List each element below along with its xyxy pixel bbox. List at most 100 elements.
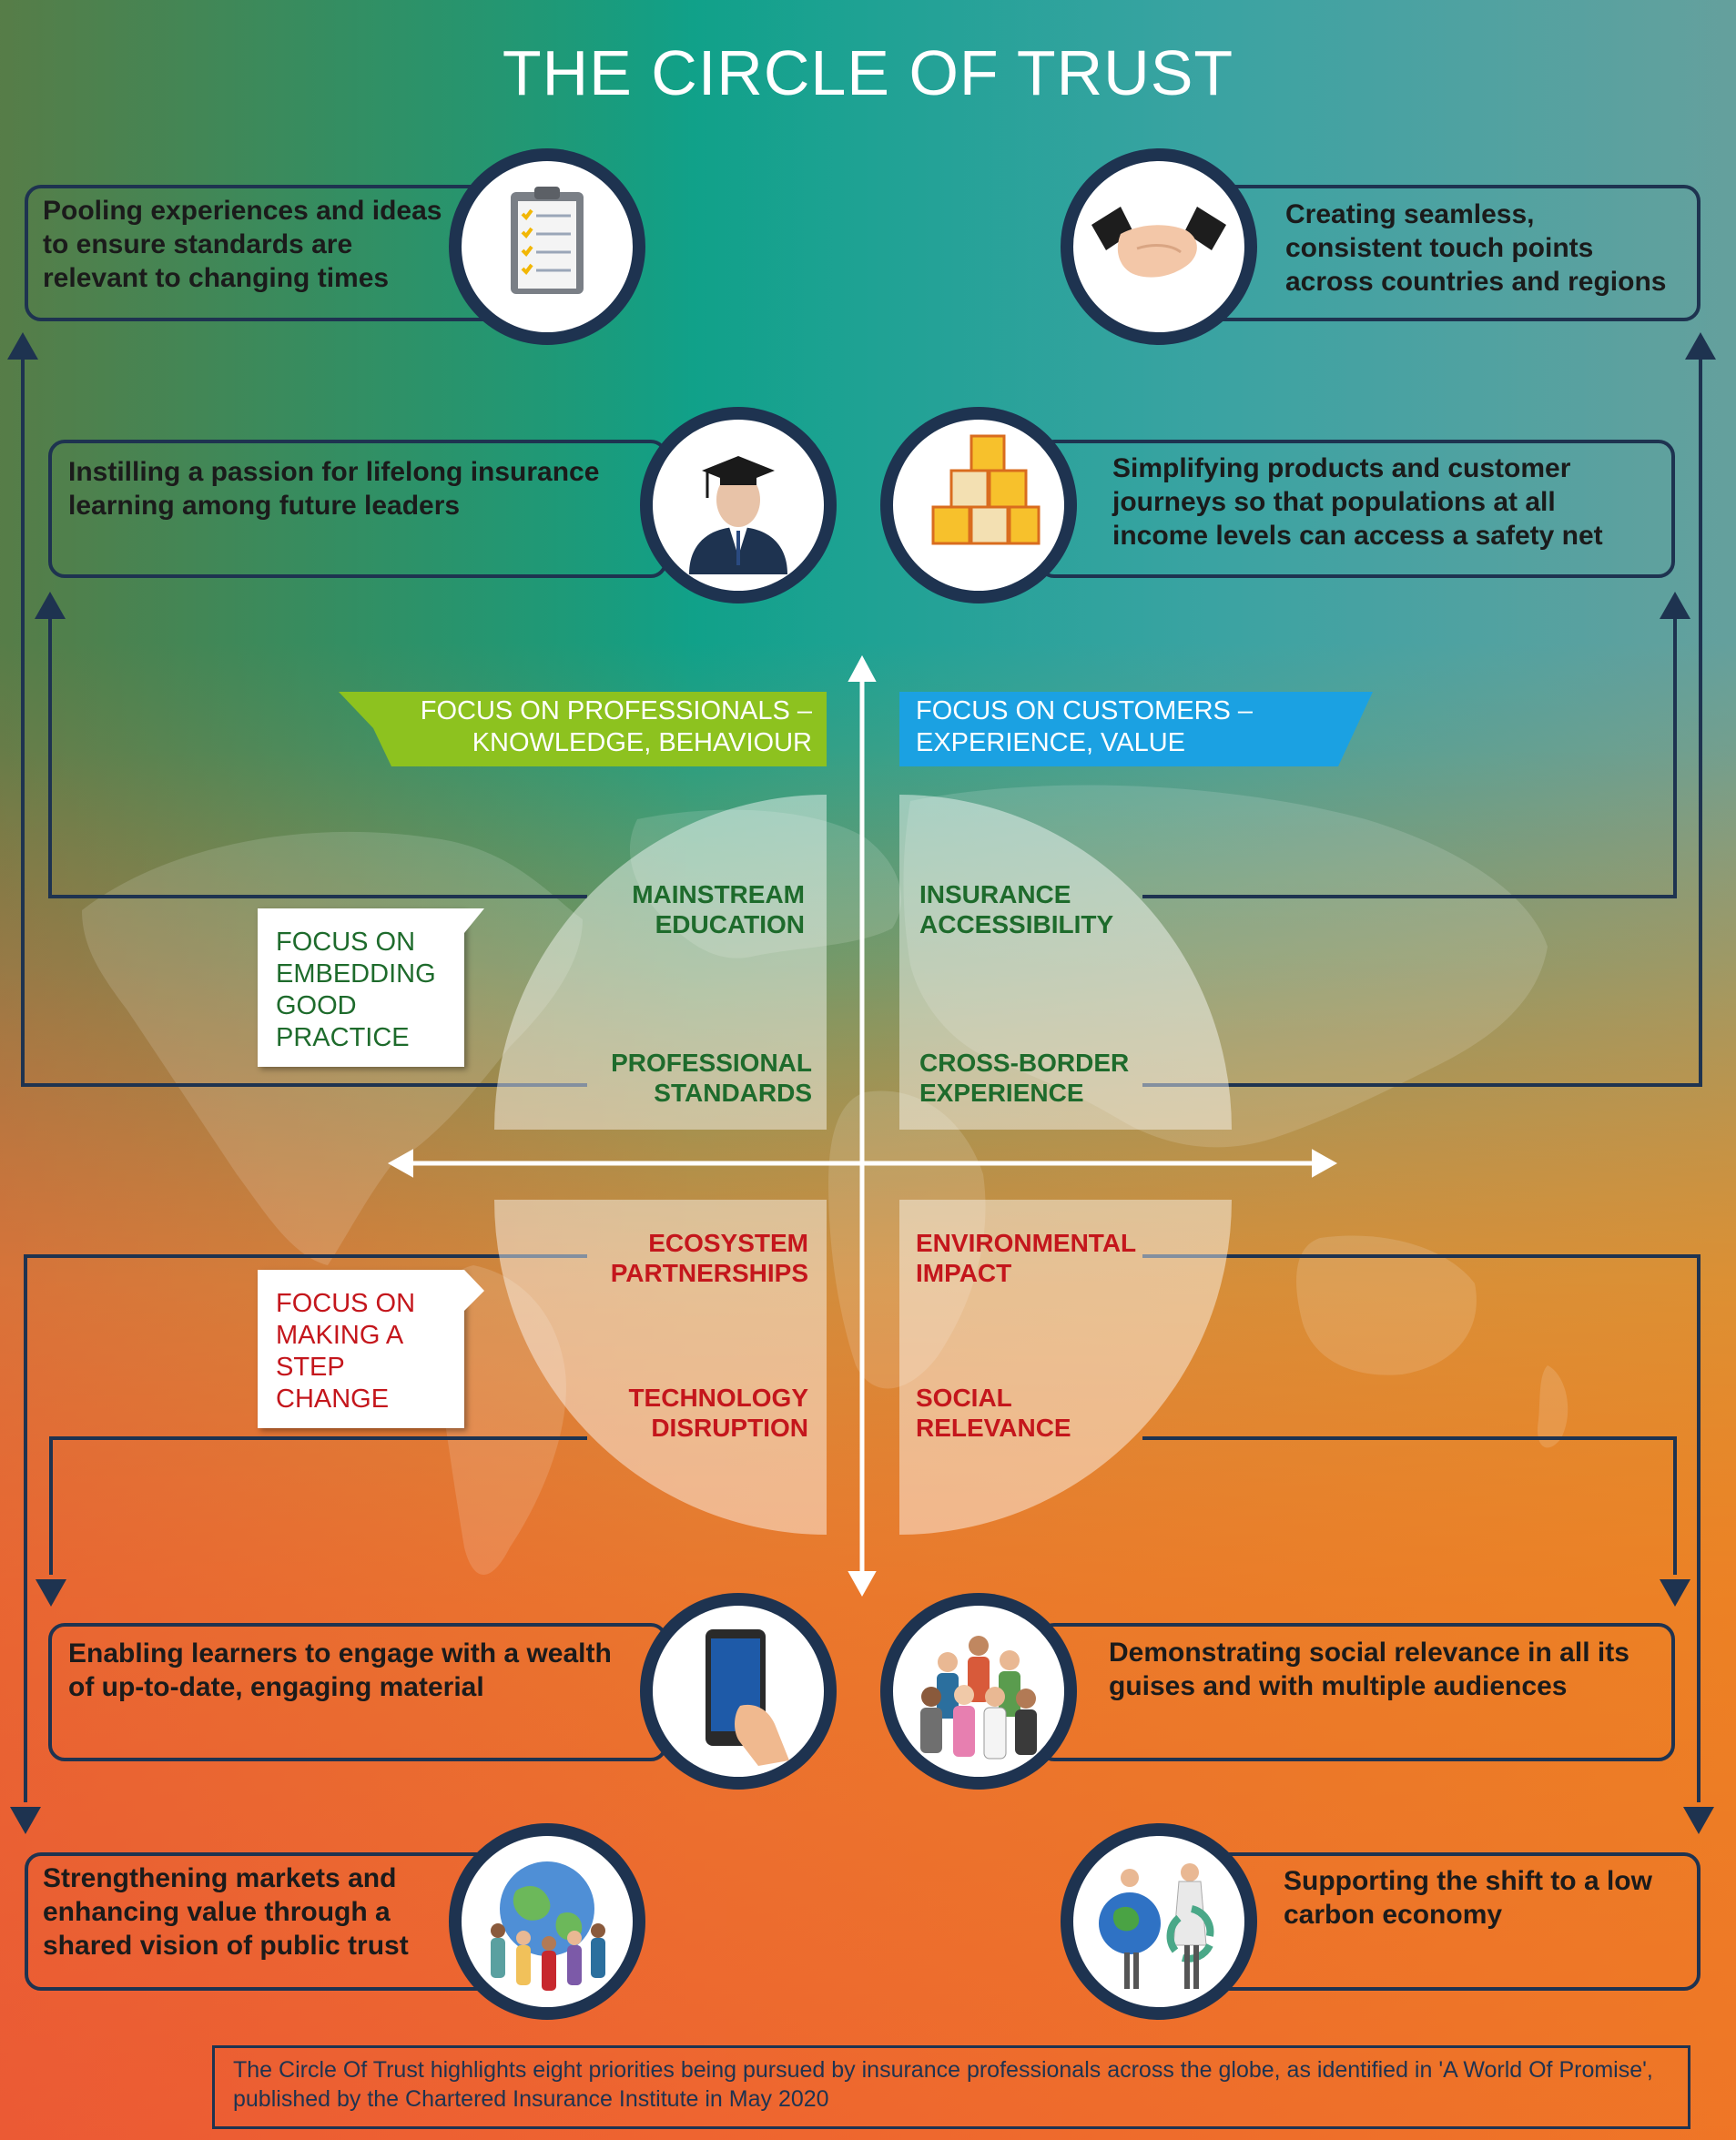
label-ecosystem-partnerships: ECOSYSTEM PARTNERSHIPS	[583, 1228, 808, 1288]
label-mainstream-education: MAINSTREAM EDUCATION	[583, 879, 805, 939]
callout-line: EMBEDDING	[276, 959, 436, 989]
label-line: PARTNERSHIPS	[610, 1259, 808, 1287]
label-technology-disruption: TECHNOLOGY DISRUPTION	[583, 1383, 808, 1443]
axis-arrow-right-icon	[1312, 1149, 1338, 1178]
callout-step-change-text: FOCUS ON MAKING A STEP CHANGE	[276, 1288, 415, 1415]
card-bottom-right-text: Supporting the shift to a low carbon eco…	[1284, 1864, 1652, 1932]
card-top-right-text: Creating seamless, consistent touch poin…	[1285, 198, 1666, 299]
card-text-line: guises and with multiple audiences	[1109, 1671, 1568, 1701]
label-line: ACCESSIBILITY	[919, 910, 1114, 938]
callout-good-practice-text: FOCUS ON EMBEDDING GOOD PRACTICE	[276, 927, 436, 1054]
card-text-line: Supporting the shift to a low	[1284, 1866, 1652, 1896]
label-line: ENVIRONMENTAL	[916, 1229, 1137, 1257]
callout-line: FOCUS ON	[276, 1289, 416, 1318]
label-line: INSURANCE	[919, 880, 1071, 908]
footer-note: The Circle Of Trust highlights eight pri…	[212, 2045, 1690, 2129]
crowd-icon	[920, 1636, 1037, 1760]
card-text-line: relevant to changing times	[43, 263, 390, 293]
card-text-line: Enabling learners to engage with a wealt…	[68, 1638, 612, 1668]
label-line: SOCIAL	[916, 1384, 1012, 1412]
label-line: TECHNOLOGY	[628, 1384, 808, 1412]
card-text-line: enhancing value through a	[43, 1897, 391, 1927]
label-environmental-impact: ENVIRONMENTAL IMPACT	[916, 1228, 1136, 1288]
callout-line: MAKING A	[276, 1321, 404, 1350]
axis-arrow-down-icon	[848, 1571, 877, 1597]
card-text-line: shared vision of public trust	[43, 1931, 409, 1961]
banner-line: KNOWLEDGE, BEHAVIOUR	[472, 728, 812, 757]
smartphone-icon	[706, 1629, 789, 1766]
label-line: STANDARDS	[654, 1079, 812, 1107]
crowd-icon-circle	[880, 1593, 1077, 1790]
card-text-line: Creating seamless,	[1285, 199, 1535, 229]
recycle-globe-icon-circle	[1061, 1823, 1257, 2020]
page-title: THE CIRCLE OF TRUST	[502, 37, 1234, 108]
arrow-up-icon	[35, 592, 66, 619]
clipboard-icon-circle	[449, 148, 645, 345]
callout-line: GOOD	[276, 991, 357, 1020]
globe-people-icon-circle	[449, 1823, 645, 2020]
arrow-down-icon	[1660, 1579, 1690, 1607]
card-text-line: Pooling experiences and ideas	[43, 196, 442, 226]
globe-people-icon	[491, 1861, 605, 1991]
label-line: ECOSYSTEM	[648, 1229, 808, 1257]
smartphone-icon-circle	[640, 1593, 837, 1790]
card-text-line: journeys so that populations at all	[1112, 487, 1556, 517]
card-lower-right-text: Demonstrating social relevance in all it…	[1109, 1636, 1629, 1703]
banner-professionals-shape	[339, 692, 827, 766]
label-professional-standards: PROFESSIONAL STANDARDS	[583, 1048, 812, 1108]
callout-line: PRACTICE	[276, 1023, 410, 1052]
card-text-line: of up-to-date, engaging material	[68, 1672, 484, 1702]
arrow-up-icon	[1685, 332, 1716, 360]
card-text-line: Instilling a passion for lifelong insura…	[68, 457, 600, 487]
label-line: PROFESSIONAL	[611, 1049, 812, 1077]
card-upper-right-text: Simplifying products and customer journe…	[1112, 451, 1603, 553]
recycle-globe-icon	[1099, 1863, 1214, 1989]
arrow-down-icon	[1683, 1807, 1714, 1834]
label-line: IMPACT	[916, 1259, 1012, 1287]
arrow-up-icon	[7, 332, 38, 360]
axis-arrow-left-icon	[387, 1149, 413, 1178]
label-cross-border-experience: CROSS-BORDER EXPERIENCE	[919, 1048, 1129, 1108]
card-lower-left-text: Enabling learners to engage with a wealt…	[68, 1637, 612, 1704]
banner-line: FOCUS ON PROFESSIONALS –	[420, 696, 812, 725]
label-line: EXPERIENCE	[919, 1079, 1084, 1107]
callout-line: STEP	[276, 1353, 345, 1382]
callout-line: FOCUS ON	[276, 928, 416, 957]
abc-blocks-icon-circle	[880, 407, 1077, 603]
banner-customers: FOCUS ON CUSTOMERS – EXPERIENCE, VALUE	[916, 695, 1253, 759]
graduate-icon-circle	[640, 407, 837, 603]
axis-arrow-up-icon	[848, 654, 877, 682]
label-line: RELEVANCE	[916, 1414, 1071, 1442]
arrow-down-icon	[10, 1807, 41, 1834]
handshake-icon-circle	[1061, 148, 1257, 345]
card-text-line: income levels can access a safety net	[1112, 521, 1603, 551]
handshake-icon	[1091, 207, 1226, 278]
arrow-down-icon	[36, 1579, 66, 1607]
card-text-line: Simplifying products and customer	[1112, 453, 1571, 483]
card-text-line: Demonstrating social relevance in all it…	[1109, 1638, 1629, 1668]
label-line: MAINSTREAM	[632, 880, 805, 908]
label-social-relevance: SOCIAL RELEVANCE	[916, 1383, 1071, 1443]
callout-line: CHANGE	[276, 1384, 390, 1414]
callout-step-change: FOCUS ON MAKING A STEP CHANGE	[258, 1270, 464, 1428]
label-line: DISRUPTION	[651, 1414, 808, 1442]
banner-professionals: FOCUS ON PROFESSIONALS – KNOWLEDGE, BEHA…	[382, 695, 812, 759]
card-text-line: to ensure standards are	[43, 229, 353, 259]
card-upper-left-text: Instilling a passion for lifelong insura…	[68, 455, 599, 522]
banner-line: FOCUS ON CUSTOMERS –	[916, 696, 1254, 725]
label-line: CROSS-BORDER	[919, 1049, 1130, 1077]
card-top-left-text: Pooling experiences and ideas to ensure …	[43, 194, 442, 295]
clipboard-icon	[511, 187, 584, 294]
banner-line: EXPERIENCE, VALUE	[916, 728, 1186, 757]
graduate-icon	[689, 456, 787, 574]
label-line: EDUCATION	[655, 910, 805, 938]
callout-good-practice: FOCUS ON EMBEDDING GOOD PRACTICE	[258, 908, 464, 1067]
banner-customers-shape	[899, 692, 1373, 766]
